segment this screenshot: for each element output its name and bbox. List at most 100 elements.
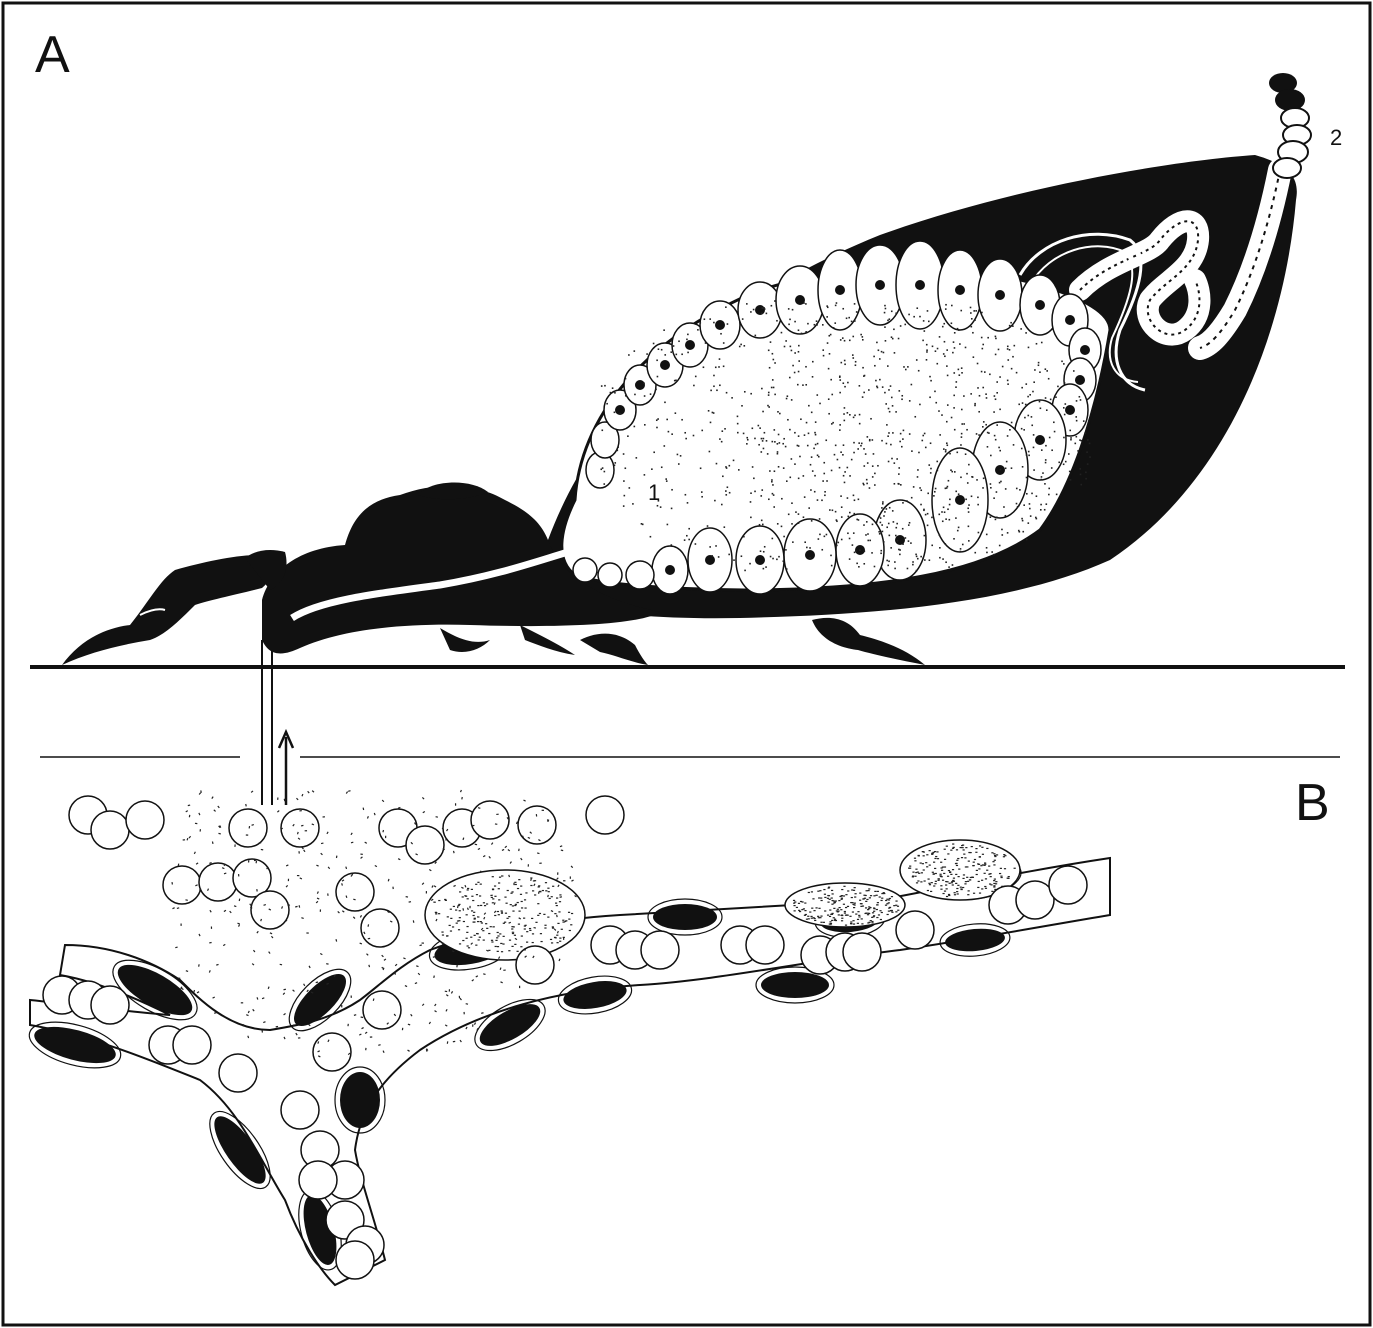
gut-dot	[604, 385, 606, 387]
dome-dot	[978, 881, 980, 882]
gut-dot	[995, 336, 997, 338]
gut-dot	[822, 480, 824, 482]
gut-dot	[890, 385, 892, 387]
gut-dot	[1046, 503, 1048, 505]
gut-dot	[956, 381, 958, 383]
gut-dot	[634, 350, 636, 352]
gut-dot	[731, 397, 733, 399]
dome-dot	[442, 934, 444, 935]
dome-dot	[477, 921, 479, 922]
dome-dot	[480, 905, 482, 906]
gut-dot	[772, 379, 774, 381]
gut-dot	[708, 410, 710, 412]
gut-dot	[863, 524, 865, 526]
pool-dot	[449, 989, 450, 991]
blood-cell	[281, 809, 319, 847]
gut-dot	[888, 389, 890, 391]
gut-dot	[759, 524, 761, 526]
gut-dot	[747, 439, 749, 441]
gut-dot	[653, 343, 655, 345]
gut-dot	[787, 419, 789, 421]
gut-dot	[856, 563, 858, 565]
pool-dot	[238, 874, 239, 877]
gut-dot	[791, 502, 793, 504]
dome-dot	[820, 915, 822, 916]
dome-dot	[494, 885, 496, 886]
dome-dot	[949, 871, 951, 872]
gut-dot	[1049, 437, 1051, 439]
dome-dot	[524, 907, 526, 908]
gut-dot	[915, 554, 917, 556]
gut-dot	[872, 476, 874, 478]
gut-dot	[782, 560, 784, 562]
gut-dot	[888, 432, 890, 434]
dome-dot	[492, 876, 494, 877]
dome-dot	[968, 890, 970, 891]
gut-dot	[617, 446, 619, 448]
gut-dot	[945, 308, 947, 310]
dome-dot	[538, 886, 540, 887]
gut-dot	[931, 517, 933, 519]
gut-dot	[816, 394, 818, 396]
dome-dot	[1000, 868, 1002, 869]
blood-cell	[336, 873, 374, 911]
gut-dot	[724, 428, 726, 430]
dome-dot	[819, 917, 821, 918]
gut-cell-nucleus	[755, 305, 765, 315]
gut-dot	[656, 419, 658, 421]
gut-dot	[1027, 415, 1029, 417]
gut-dot	[882, 503, 884, 505]
gut-dot	[733, 559, 735, 561]
gut-dot	[951, 471, 953, 473]
gut-dot	[798, 360, 800, 362]
gut-dot	[908, 314, 910, 316]
gut-dot	[1085, 478, 1087, 480]
gut-dot	[774, 300, 776, 302]
gut-dot	[930, 442, 932, 444]
dome-dot	[523, 918, 525, 919]
gut-dot	[951, 417, 953, 419]
gut-dot	[927, 525, 929, 527]
gut-dot	[883, 508, 885, 510]
gut-dot	[996, 517, 998, 519]
gut-dot	[766, 440, 768, 442]
dome-dot	[920, 862, 922, 863]
gut-dot	[853, 452, 855, 454]
gut-dot	[770, 556, 772, 558]
gut-dot	[675, 412, 677, 414]
gut-dot	[943, 353, 945, 355]
pool-dot	[259, 842, 261, 843]
dome-dot	[965, 847, 967, 848]
dome-dot	[841, 920, 843, 921]
dome-dot	[957, 885, 959, 886]
gut-dot	[998, 447, 1000, 449]
gut-dot	[961, 409, 963, 411]
gut-dot	[895, 411, 897, 413]
dome-dot	[435, 913, 437, 914]
dome-dot	[944, 849, 946, 850]
gut-dot	[803, 302, 805, 304]
dome-dot	[486, 903, 488, 904]
dome-dot	[933, 862, 935, 863]
gut-dot	[701, 430, 703, 432]
gut-dot	[944, 341, 946, 343]
gut-dot	[844, 386, 846, 388]
gut-dot	[923, 320, 925, 322]
gut-dot	[828, 413, 830, 415]
gut-dot	[610, 392, 612, 394]
dome-dot	[854, 893, 856, 894]
gut-dot	[839, 379, 841, 381]
gut-dot	[832, 509, 834, 511]
gut-dot	[821, 499, 823, 501]
dome-dot	[928, 883, 930, 884]
gut-dot	[614, 411, 616, 413]
gut-dot	[791, 399, 793, 401]
gut-dot	[623, 505, 625, 507]
gut-dot	[926, 359, 928, 361]
dome-dot	[511, 946, 513, 947]
gut-dot	[840, 339, 842, 341]
dome-dot	[897, 910, 899, 911]
gut-dot	[961, 372, 963, 374]
dome-dot	[514, 882, 516, 883]
gut-dot	[925, 514, 927, 516]
